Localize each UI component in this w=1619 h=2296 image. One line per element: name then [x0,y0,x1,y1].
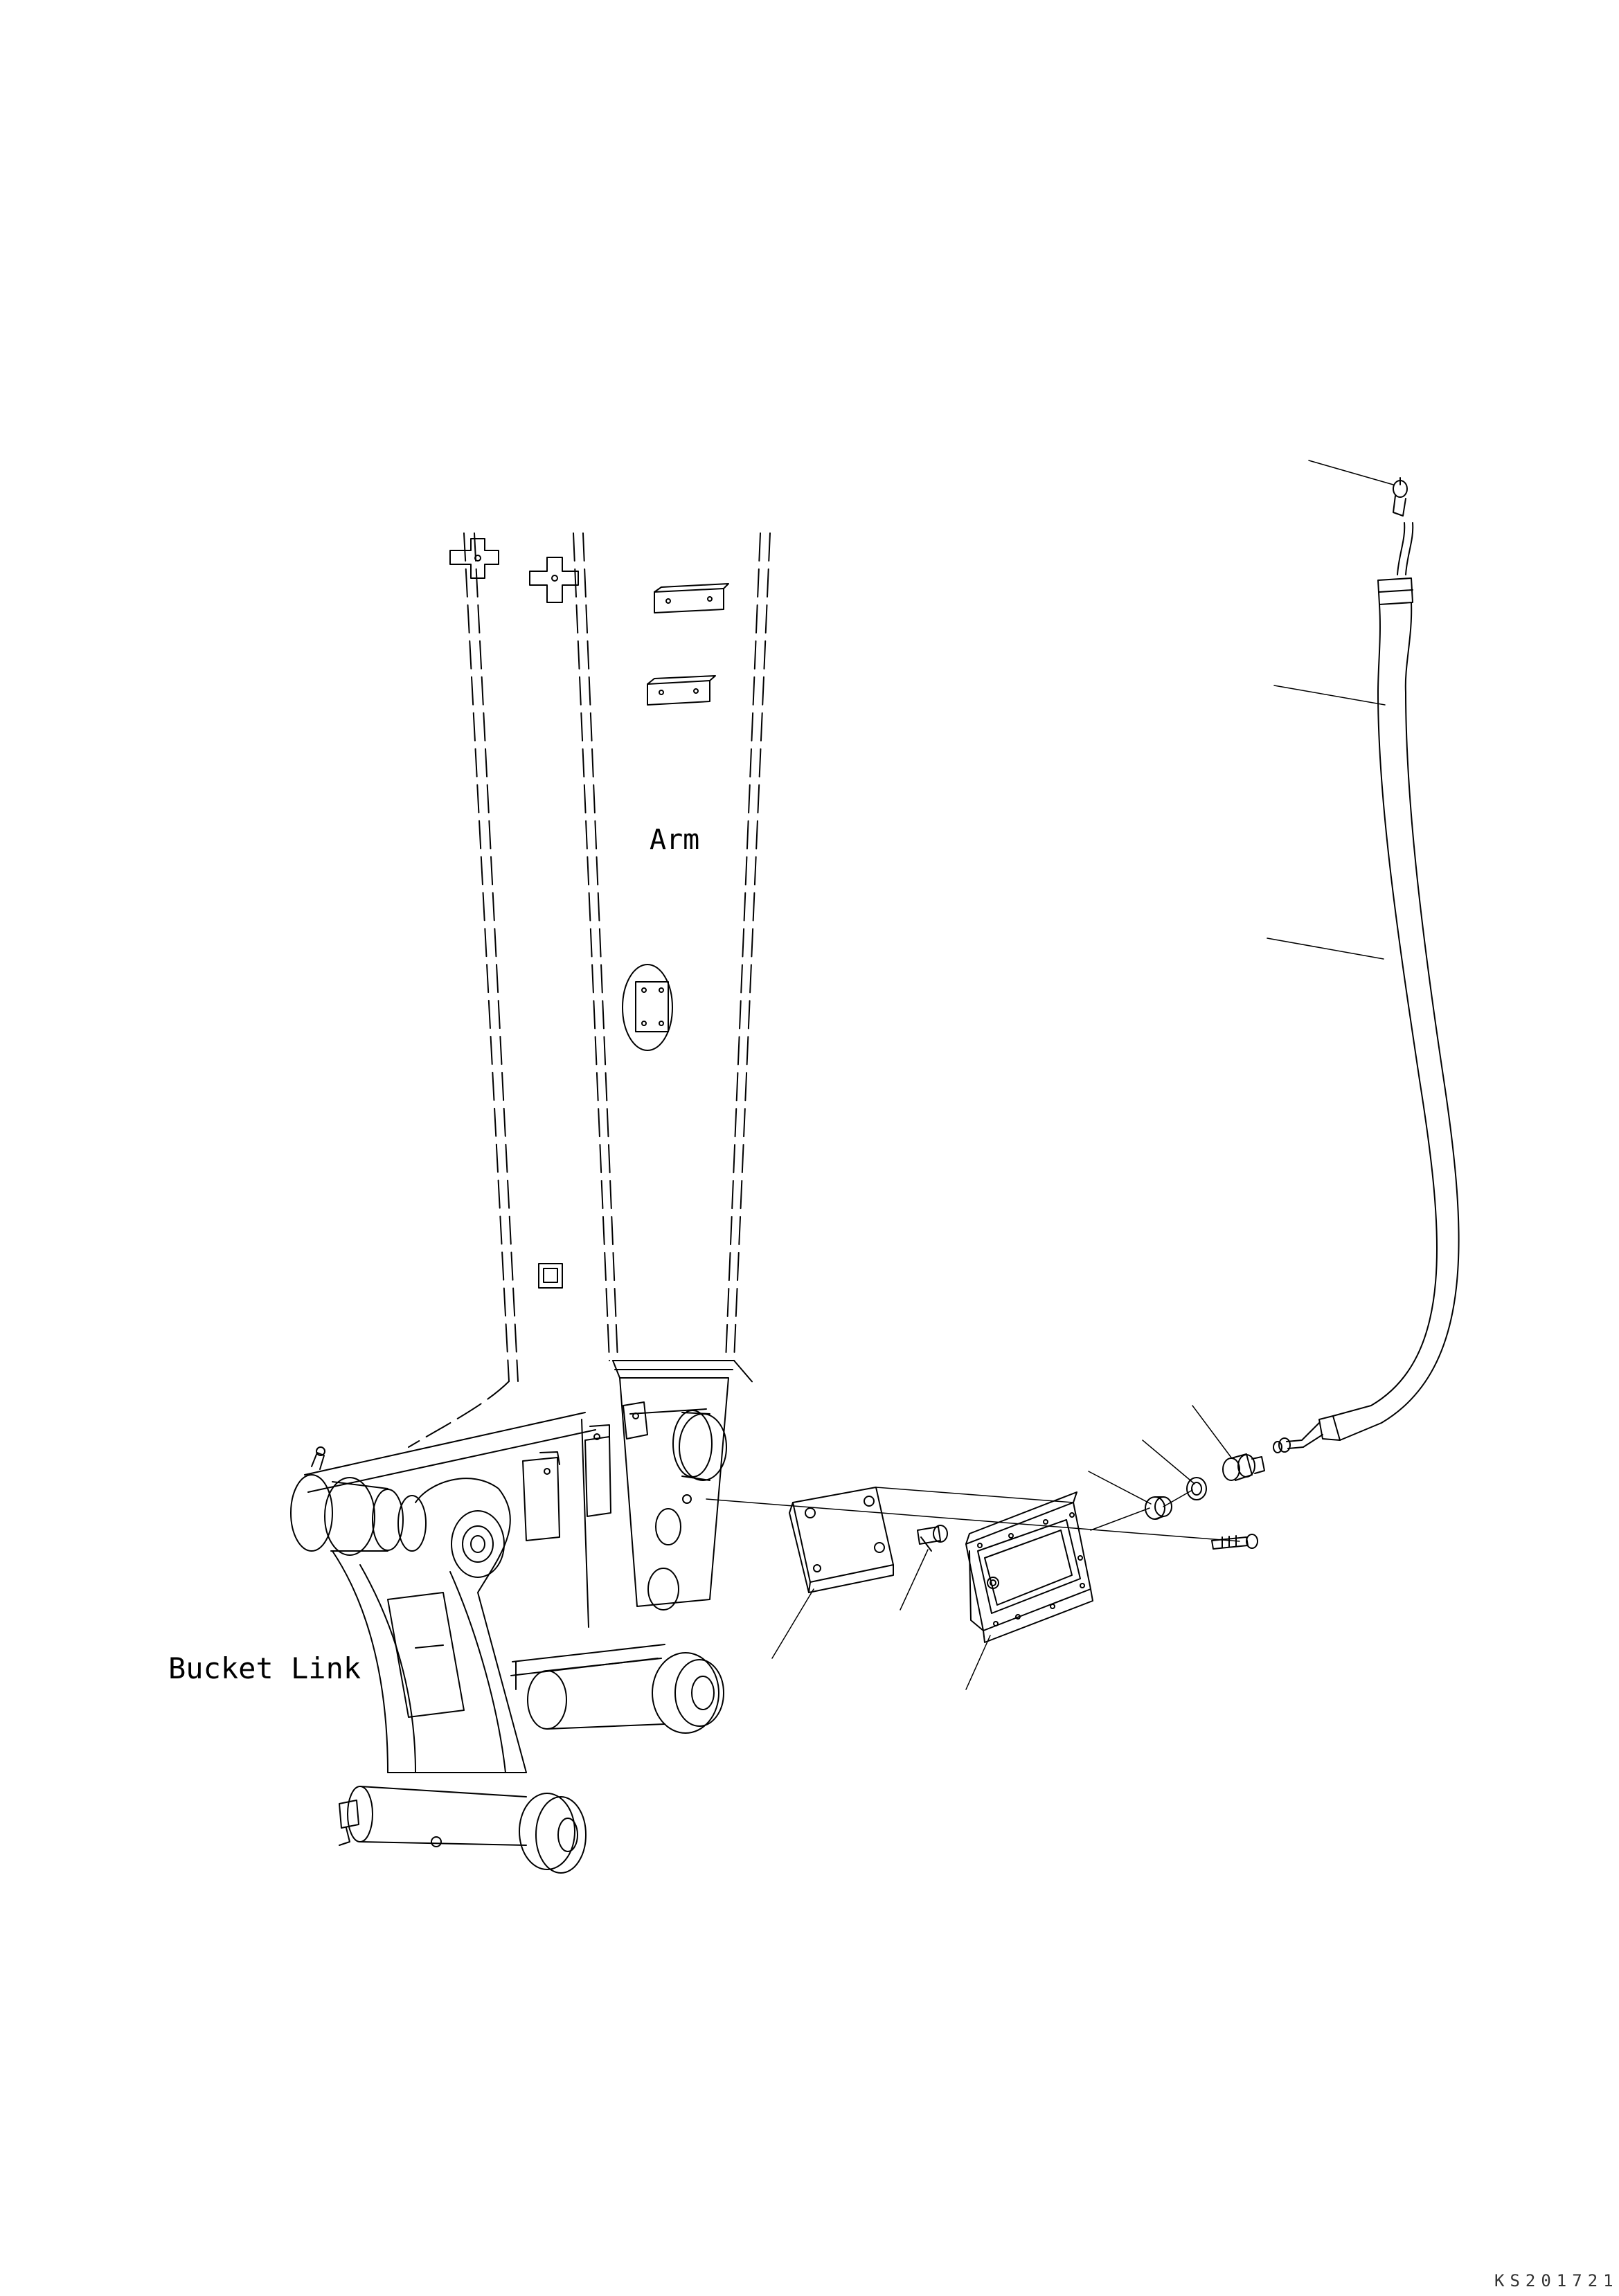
washer [1187,1478,1206,1500]
sensor-box [966,1492,1093,1642]
drawing-code: KS201721 [1494,2271,1619,2290]
arm-pad-upper [654,584,728,613]
plug-fitting [1145,1497,1172,1519]
arm-cross-bracket-left [450,539,499,578]
mounting-plate [789,1487,893,1593]
assembly-lines [706,1487,1240,1541]
arm-pad-lower [647,676,715,705]
long-bolt [1212,1534,1258,1549]
label-bucket-link: Bucket Link [168,1651,361,1685]
bucket-link [291,1412,611,1873]
arm-small-clip [539,1264,562,1288]
bolt-small [918,1525,947,1551]
arm-end-section [582,1361,734,1627]
arm-outline [409,533,770,1447]
label-arm: Arm [650,824,700,856]
arm-boss-plate [623,965,672,1050]
hose-assembly [1273,478,1459,1453]
leader-lines [772,460,1393,1689]
arm-cross-bracket-right [530,557,578,602]
hose-adapter [1223,1454,1264,1480]
arm-pin-boss-top [623,1402,726,1503]
arm-pin-boss-bottom [511,1644,724,1733]
